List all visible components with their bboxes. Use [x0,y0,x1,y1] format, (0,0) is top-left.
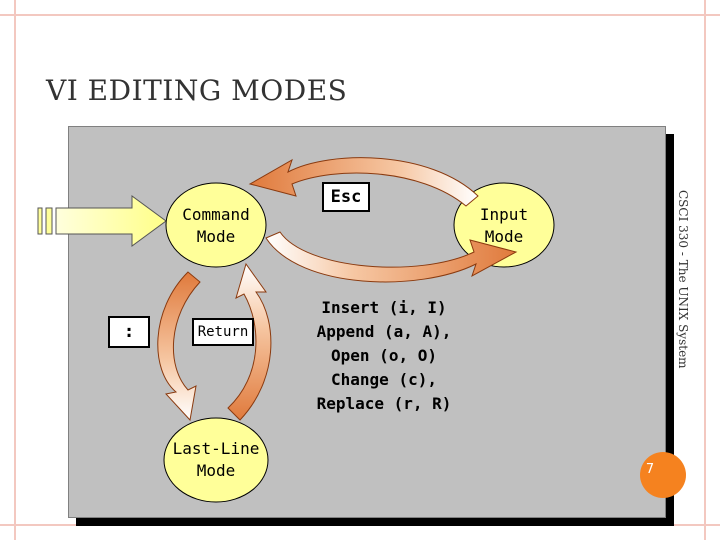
last-line-mode-label: Last-Line Mode [172,439,260,480]
last-line-mode-node [163,417,269,503]
page-number-badge [640,452,686,498]
course-side-label: CSCI 330 - The UNIX System [676,190,690,369]
page-number: 7 [645,462,655,477]
frame-line-top [0,14,720,16]
slide-title: VI EDITING MODES [46,74,348,107]
esc-arrow [248,157,479,207]
colon-key-label: : [108,316,150,348]
frame-line-left [14,0,16,540]
insert-arrow [265,231,518,283]
command-mode-node [165,182,267,268]
esc-key-label: Esc [322,182,370,212]
entry-arrow [37,195,167,247]
command-mode-label: Command Mode [182,205,250,246]
return-arrow [227,262,272,421]
input-commands-list: Insert (i, I) Append (a, A), Open (o, O)… [316,298,452,413]
return-key-label: Return [192,318,254,346]
colon-arrow [157,271,201,422]
input-mode-label: Input Mode [479,205,529,246]
frame-line-right [704,0,706,540]
